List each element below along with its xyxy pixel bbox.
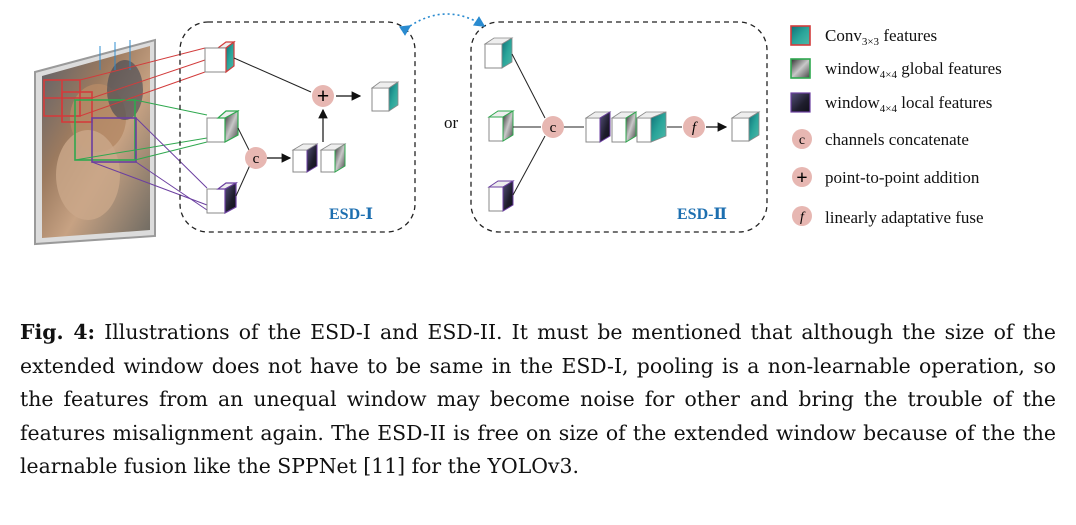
legend-add: + point-to-point addition	[792, 167, 980, 189]
esd1-label: ESD-Ⅰ	[329, 206, 373, 223]
svg-text:channels concatenate: channels concatenate	[825, 130, 969, 149]
figure-caption-text: Illustrations of the ESD-I and ESD-II. I…	[20, 320, 1056, 478]
esd1-box	[179, 21, 416, 233]
svg-text:+: +	[317, 83, 330, 108]
esd2-label: ESD-Ⅱ	[677, 206, 727, 223]
svg-text:linearly adaptative fuse: linearly adaptative fuse	[825, 208, 984, 227]
legend-global: window4×4 global features	[790, 58, 1002, 81]
legend-fuse: f linearly adaptative fuse	[792, 206, 984, 227]
or-label: or	[444, 113, 459, 132]
switch-arrow	[398, 13, 486, 36]
figure-label: Fig. 4:	[20, 320, 96, 344]
svg-text:c: c	[253, 151, 260, 167]
svg-text:f: f	[800, 210, 806, 225]
esd-diagram: c + ESD-Ⅰ or	[34, 13, 1002, 246]
esd2-local-cube	[487, 180, 515, 212]
legend-concat: c channels concatenate	[792, 129, 969, 149]
svg-text:c: c	[799, 133, 805, 148]
svg-text:Conv3×3 features: Conv3×3 features	[825, 26, 937, 48]
svg-text:window4×4 global features: window4×4 global features	[825, 59, 1002, 81]
svg-text:c: c	[550, 120, 557, 136]
projection-lines	[74, 47, 208, 211]
svg-text:point-to-point addition: point-to-point addition	[825, 168, 980, 187]
svg-text:+: +	[796, 167, 807, 189]
esd1-local-cube	[206, 181, 239, 215]
esd1-global-cube	[206, 109, 240, 144]
figure-caption: Fig. 4: Illustrations of the ESD-I and E…	[20, 316, 1056, 484]
esd2-box	[470, 21, 768, 233]
esd1-conv-cube	[204, 40, 236, 74]
esd2-concat-node: c	[542, 116, 564, 138]
legend: Conv3×3 features window4×4 global featur…	[790, 25, 1002, 227]
esd1-concat-cubes	[291, 143, 347, 173]
esd1-concat-node: c	[245, 147, 267, 169]
esd2-global-cube	[487, 110, 515, 142]
input-image	[34, 38, 156, 246]
esd2-conv-cube	[483, 37, 514, 69]
esd1-plus-node: +	[312, 83, 334, 108]
legend-conv: Conv3×3 features	[790, 25, 937, 48]
esd2-concat-cubes	[584, 111, 667, 143]
esd1-output-cube	[370, 81, 400, 112]
svg-text:f: f	[692, 120, 698, 136]
legend-local: window4×4 local features	[790, 92, 992, 115]
esd2-fuse-node: f	[683, 116, 705, 138]
esd2-output-cube	[730, 111, 761, 142]
svg-text:window4×4 local features: window4×4 local features	[825, 93, 992, 115]
